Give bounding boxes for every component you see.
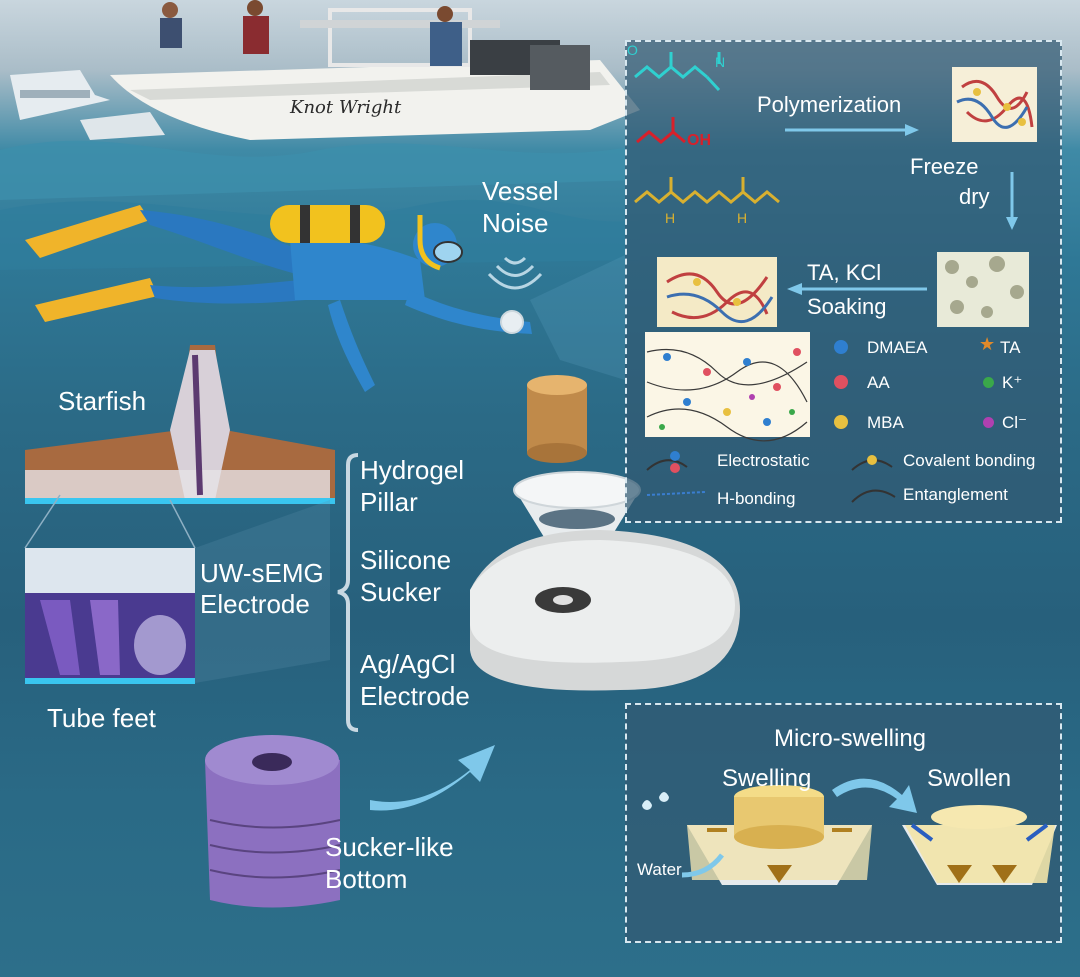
legend-label: Cl⁻ <box>1002 413 1028 432</box>
cl-marker <box>983 417 994 428</box>
electrode-title-2: Electrode <box>200 589 310 619</box>
network-schematic <box>645 332 810 442</box>
synthesis-graphics <box>634 52 1037 503</box>
nh-label-1: H <box>665 210 676 226</box>
swelling-label: Swelling <box>722 765 812 792</box>
electrode-title-1: UW-sEMG <box>200 558 324 588</box>
star-icon: ★ <box>979 334 996 354</box>
swelling-cup <box>687 785 872 885</box>
bracket-line <box>337 453 359 732</box>
sucker-illustration <box>205 735 341 908</box>
sound-wave-icon <box>487 256 543 290</box>
nh-label-2: H <box>737 210 748 226</box>
swell-arrow <box>832 778 917 813</box>
swelling-graphics <box>642 778 1057 885</box>
h-bonding-label: H-bonding <box>717 489 796 508</box>
hydrogel-label-1: Hydrogel <box>360 455 465 485</box>
sucker-bottom-label-2: Bottom <box>325 864 408 894</box>
dmaea-structure <box>634 65 708 79</box>
mba-structure <box>634 190 780 204</box>
electrostatic-label: Electrostatic <box>717 451 810 470</box>
swollen-label: Swollen <box>927 765 1012 792</box>
water-drop-icon <box>659 792 669 802</box>
swollen-cup <box>902 805 1057 885</box>
wave-shape <box>0 140 640 200</box>
dmaea-marker <box>834 340 848 354</box>
water-drop-icon <box>642 800 652 810</box>
silicone-label-1: Silicone <box>360 545 452 575</box>
swelling-panel-title: Micro-swelling <box>774 725 927 752</box>
water-arrow <box>681 853 724 878</box>
legend-label: MBA <box>867 413 904 432</box>
freeze-label: Freeze <box>910 154 979 179</box>
k-marker <box>983 377 994 388</box>
starfish-label: Starfish <box>58 386 147 416</box>
soaking-label-1: TA, KCl <box>807 260 882 285</box>
entanglement-icon <box>851 489 896 503</box>
legend-label: TA <box>1000 338 1021 357</box>
swelling-panel: Micro-swelling Swelling Swollen Water <box>625 703 1062 943</box>
agagcl-label-2: Electrode <box>360 681 470 711</box>
boat-illustration <box>110 0 640 140</box>
electrode-base-3d <box>470 530 740 691</box>
entanglement-label: Entanglement <box>903 485 1008 504</box>
dry-label: dry <box>959 184 990 209</box>
vessel-noise-label-2: Noise <box>482 208 549 238</box>
aa-marker <box>834 375 848 389</box>
synthesis-panel: O N OH H H Polymerization Freeze dry TA,… <box>625 40 1062 523</box>
oxygen-label: O <box>627 42 638 58</box>
covalent-label: Covalent bonding <box>903 451 1036 470</box>
aa-structure <box>636 117 686 144</box>
polymer-network-cube <box>952 67 1037 142</box>
water-label: Water <box>637 860 682 879</box>
porous-aerogel-cube <box>937 252 1029 327</box>
hydroxyl-label: OH <box>687 132 711 149</box>
soaking-label-2: Soaking <box>807 294 887 319</box>
legend-label: DMAEA <box>867 338 928 357</box>
curved-arrow <box>370 745 495 811</box>
sucker-bottom-label-1: Sucker-like <box>325 832 454 862</box>
silicone-label-2: Sucker <box>360 577 441 607</box>
nitrogen-label: N <box>715 54 726 70</box>
soaked-hydrogel-cube <box>657 257 777 327</box>
vessel-noise-label-1: Vessel <box>482 176 559 206</box>
legend-label: K⁺ <box>1002 373 1023 392</box>
mba-marker <box>834 415 848 429</box>
yacht-shape <box>10 70 165 140</box>
starfish-photo <box>25 345 335 504</box>
covalent-bonding-icon <box>851 455 893 471</box>
tube-feet-photo <box>25 548 195 684</box>
hydrogel-label-2: Pillar <box>360 487 418 517</box>
electrostatic-icon <box>646 451 688 473</box>
legend-label: AA <box>867 373 890 392</box>
tube-feet-label: Tube feet <box>47 703 156 733</box>
h-bonding-icon <box>646 491 706 496</box>
boat-name-text: Knot Wright <box>289 97 402 118</box>
agagcl-label-1: Ag/AgCl <box>360 649 456 679</box>
diver-illustration <box>25 205 532 392</box>
hydrogel-pillar-3d <box>527 375 587 463</box>
polymerization-label: Polymerization <box>757 92 902 117</box>
